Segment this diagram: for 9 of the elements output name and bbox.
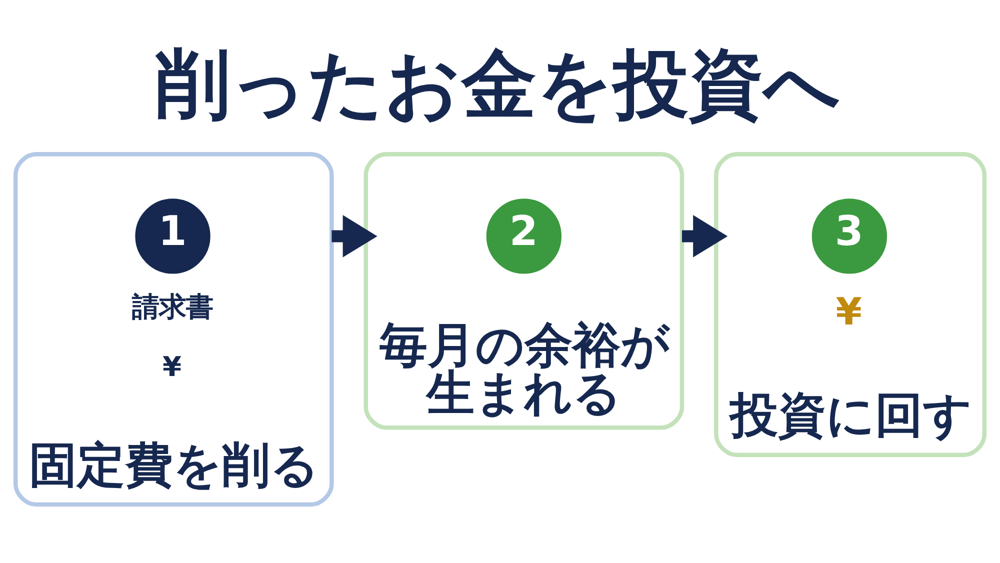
diagram-title: 削ったお金を投資へ: [156, 40, 841, 128]
label: ¥: [836, 289, 862, 334]
node-circle: 2: [486, 198, 562, 274]
node-circle: 1: [135, 198, 210, 274]
label: ¥: [162, 352, 182, 383]
node-circle: 3: [812, 198, 888, 274]
arrow: [682, 215, 728, 258]
label: 請求書: [132, 292, 213, 324]
arrow: [332, 215, 378, 258]
